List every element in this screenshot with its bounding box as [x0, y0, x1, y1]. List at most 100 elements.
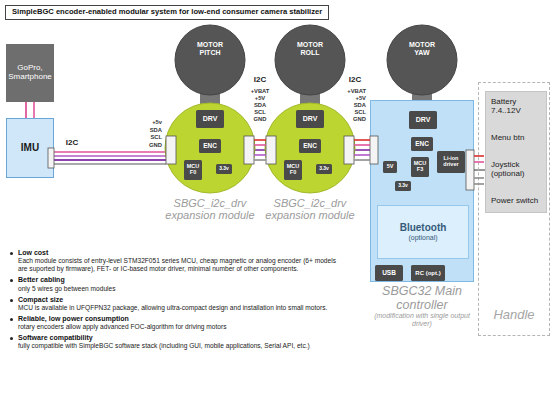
- chip-box: ENC: [199, 139, 221, 153]
- pin-holder: GND: [149, 143, 162, 149]
- chip-label: DRV: [303, 115, 318, 123]
- bus-label: I2C: [253, 76, 267, 85]
- i2c-wire: [33, 102, 35, 118]
- bus-wire: [354, 144, 370, 146]
- expansion-module: SBGC_i2c_drv expansion moduleDRVENCMCU F…: [264, 102, 356, 194]
- i2c-wire: [54, 155, 166, 157]
- pin-name: SCL: [150, 135, 162, 141]
- module-caption: SBGC32 Main controller: [366, 284, 478, 312]
- bus-wire: [254, 154, 266, 156]
- pin-holder: +5V: [356, 96, 366, 102]
- pin-name: SCL: [354, 110, 366, 116]
- bus-wire: [254, 159, 266, 161]
- module-caption: (modification with single output driver): [366, 312, 478, 328]
- feature-heading: Low cost: [18, 249, 342, 257]
- connector-board: [48, 148, 54, 168]
- caption-holder: SBGC_i2c_drv expansion module: [258, 197, 362, 222]
- bus-cable: [255, 149, 265, 151]
- circle-outline: [386, 24, 458, 96]
- pin-name: +5V: [255, 96, 265, 102]
- chip-box: 3.3v: [216, 164, 232, 174]
- chip-box: 3.3v: [395, 181, 411, 191]
- pin-name: +5v: [152, 120, 162, 126]
- pin-holder: +VBAT: [347, 89, 366, 95]
- chip-box: DRV: [196, 110, 224, 128]
- imu-box: IMU: [6, 118, 54, 178]
- bt-label: Bluetooth: [400, 222, 447, 233]
- chip-box: MCU F3: [411, 157, 429, 177]
- chip-box: MCU F0: [284, 160, 302, 180]
- motor-circle: MOTOR PITCH: [174, 24, 246, 96]
- pin-holder: SDA: [254, 103, 266, 109]
- chip-label: 3.3v: [398, 183, 408, 188]
- panel-label: Power switch: [491, 197, 538, 206]
- pin-holder: SCL: [354, 110, 366, 116]
- pin-holder: +5V: [255, 96, 265, 102]
- pin-name: +5V: [356, 96, 366, 102]
- chip-label: MCU F3: [413, 161, 427, 173]
- camera-box: GoPro, Smartphone: [6, 44, 54, 102]
- feature-heading: Compact size: [18, 296, 342, 304]
- chip-box: ENC: [299, 139, 321, 153]
- caption-holder: SBGC32 Main controller(modification with…: [366, 284, 478, 328]
- bus-cable: [474, 169, 485, 171]
- bus-wire: [354, 159, 370, 161]
- panel-label: Menu btn: [491, 134, 524, 143]
- i2c-wire: [54, 163, 166, 165]
- bus-wire: [254, 139, 266, 141]
- bus-wire: [474, 177, 484, 179]
- feature-note: only 5 wires go between modules: [18, 285, 342, 293]
- chip-box: MCU F0: [184, 160, 202, 180]
- pin-name: SCL: [254, 110, 266, 116]
- bus-wire: [254, 144, 266, 146]
- main-controller: SBGC32 Main controller(modification with…: [370, 100, 474, 282]
- panel-label: Joystick (optional): [491, 161, 541, 179]
- chip-label: ENC: [203, 142, 217, 149]
- circle-fill: [165, 103, 255, 193]
- edge-label-holder: I2C: [65, 139, 79, 148]
- chip-box: DRV: [409, 111, 437, 129]
- bus-wire: [354, 154, 370, 156]
- gopro-label: GoPro, Smartphone: [8, 64, 52, 82]
- pin-holder: SCL: [150, 135, 162, 141]
- circle-fill: [265, 103, 355, 193]
- feature-note: Each module consists of entry-level STM3…: [18, 257, 342, 273]
- pin-holder: +5v: [152, 120, 162, 126]
- bus-label: I2C: [348, 76, 362, 85]
- circle-outline: [274, 24, 346, 96]
- edge-label-holder: I2C: [253, 76, 267, 85]
- motor-circle: MOTOR YAW: [386, 24, 458, 96]
- title-holder: SimpleBGC encoder-enabled modular system…: [5, 5, 329, 20]
- connector-board: [370, 136, 378, 164]
- bluetooth-box: Bluetooth(optional): [377, 205, 469, 259]
- module-caption: SBGC_i2c_drv expansion module: [158, 197, 262, 222]
- handle-panel: Battery 7.4..12VMenu btnJoystick (option…: [485, 91, 547, 213]
- chip-box: ENC: [411, 137, 433, 151]
- connector-board: [166, 136, 176, 164]
- circle-outline: [174, 24, 246, 96]
- chip-label: MCU F0: [186, 164, 200, 176]
- handle-region: Handle Battery 7.4..12VMenu btnJoystick (…: [478, 82, 550, 336]
- handle-label: Handle: [493, 308, 534, 323]
- pin-holder: +VBAT: [251, 89, 270, 95]
- chip-label: DRV: [203, 115, 218, 123]
- module-caption: SBGC_i2c_drv expansion module: [258, 197, 362, 222]
- pin-name: SDA: [150, 128, 162, 134]
- bus-cable: [54, 159, 167, 161]
- bus-wire: [474, 161, 484, 163]
- pin-name: GND: [353, 117, 366, 123]
- pin-name: GND: [254, 117, 267, 123]
- feature-note: fully compatible with SimpleBGC software…: [18, 342, 342, 350]
- pin-holder: SDA: [354, 103, 366, 109]
- chip-box: 5V: [383, 161, 397, 173]
- feature-list: Low costEach module consists of entry-le…: [8, 246, 342, 350]
- chip-label: 5V: [387, 164, 394, 170]
- bus-cable: [25, 102, 27, 118]
- expansion-module: SBGC_i2c_drv expansion moduleDRVENCMCU F…: [164, 102, 256, 194]
- feature-heading: Better cabling: [18, 276, 342, 284]
- chip-box: DRV: [296, 110, 324, 128]
- chip-label: 3.3v: [319, 166, 329, 171]
- caption-holder: SBGC_i2c_drv expansion module: [158, 197, 262, 222]
